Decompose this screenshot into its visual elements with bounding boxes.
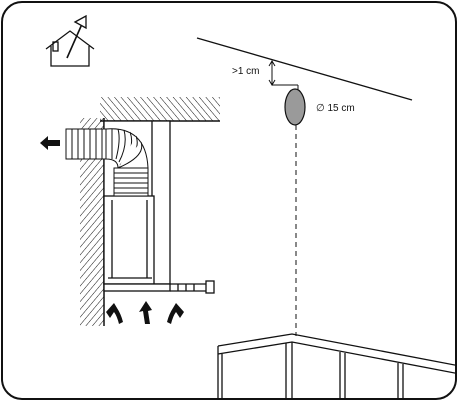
flexible-duct [65, 128, 149, 197]
diameter-label: ∅ 15 cm [316, 103, 355, 114]
intake-arrows [106, 301, 184, 324]
house-vent-icon [45, 14, 95, 67]
duct-hole [284, 88, 306, 126]
exhaust-arrow-icon [40, 136, 60, 150]
intake-arrow-icon [106, 303, 123, 324]
intake-arrow-icon [167, 303, 184, 324]
kitchen-counter [217, 333, 456, 399]
gap-dimension [268, 60, 299, 90]
ceiling [100, 97, 220, 122]
intake-arrow-icon [139, 301, 152, 324]
ceiling-line [196, 37, 413, 101]
gap-label: >1 cm [232, 66, 260, 77]
